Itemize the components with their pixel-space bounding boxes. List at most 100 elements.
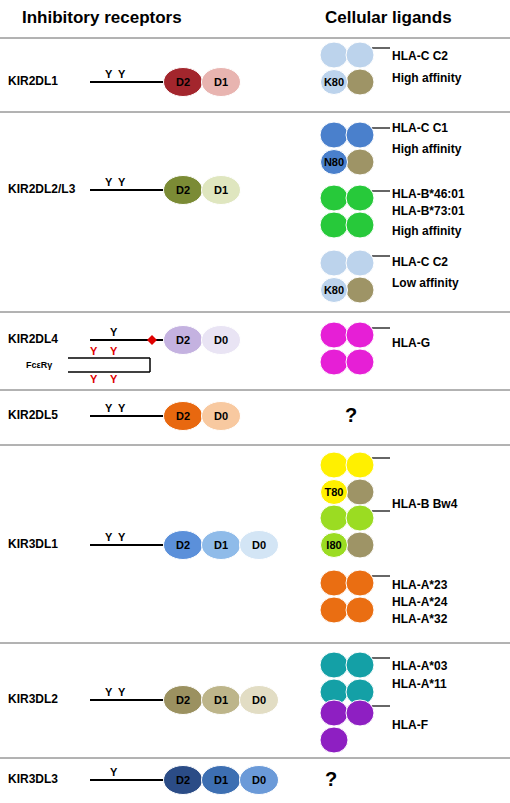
alpha-domain — [320, 250, 348, 276]
domain-label: D2 — [163, 175, 203, 205]
domain-label: I80 — [320, 532, 348, 558]
oval-shape — [321, 533, 348, 558]
domain-oval: D1 — [201, 530, 241, 560]
tyrosine-motif: Y — [105, 68, 112, 81]
domain-label: D0 — [201, 325, 241, 355]
tyrosine-motif: Y — [105, 176, 112, 189]
residue-oval: N80 — [320, 149, 348, 175]
ligand-label: HLA-C C2 — [392, 50, 448, 64]
domain-oval: D0 — [239, 530, 279, 560]
cytoplasmic-tail — [90, 699, 164, 701]
oval-shape — [164, 326, 203, 355]
oval-shape — [321, 150, 348, 175]
ligand-label: High affinity — [392, 225, 461, 239]
domain-label: D2 — [163, 67, 203, 97]
receptor-name: KIR2DL4 — [8, 333, 58, 347]
oval-shape — [164, 176, 203, 205]
domain-label: D2 — [163, 401, 203, 431]
ligand-stalk — [372, 47, 390, 48]
domain-oval: D0 — [239, 765, 279, 795]
domain-oval: D2 — [163, 530, 203, 560]
alpha-domain — [346, 42, 374, 68]
ligand-label: HLA-A*03 — [392, 660, 447, 674]
alpha-domain — [320, 700, 348, 726]
domain-label: D1 — [201, 530, 241, 560]
domain-label: D0 — [201, 401, 241, 431]
alpha-domain — [346, 452, 374, 478]
domain-oval: D2 — [163, 685, 203, 715]
domain-oval: D1 — [201, 685, 241, 715]
ligand-label: High affinity — [392, 72, 461, 86]
residue-oval: T80 — [320, 479, 348, 505]
ligand-label: HLA-F — [392, 719, 428, 733]
domain-label: D0 — [239, 765, 279, 795]
ligand-label: High affinity — [392, 143, 461, 157]
oval-shape — [240, 766, 279, 795]
domain-label: D1 — [201, 685, 241, 715]
oval-shape — [202, 686, 241, 715]
domain-oval: D2 — [163, 325, 203, 355]
ligand-label: HLA-G — [392, 337, 430, 351]
domain-oval: D1 — [201, 175, 241, 205]
alpha-domain — [320, 349, 348, 375]
oval-shape — [202, 531, 241, 560]
alpha-domain — [320, 212, 348, 238]
domain-label: D1 — [201, 67, 241, 97]
ligand-stalk — [372, 127, 390, 128]
oval-shape — [164, 68, 203, 97]
domain-label: D1 — [201, 175, 241, 205]
alpha-domain — [320, 505, 348, 531]
beta2m-domain — [346, 532, 374, 558]
ligand-label: HLA-A*32 — [392, 613, 447, 627]
tyrosine-motif: Y — [110, 766, 117, 779]
tyrosine-motif: Y — [105, 531, 112, 544]
adaptor-chain — [68, 357, 150, 359]
ligand-stalk — [372, 190, 390, 191]
domain-label: D2 — [163, 530, 203, 560]
cytoplasmic-tail — [90, 779, 164, 781]
domain-label: D2 — [163, 325, 203, 355]
oval-shape — [164, 402, 203, 431]
ligand-stalk — [372, 510, 390, 511]
tyrosine-motif: Y — [90, 373, 97, 386]
oval-shape — [240, 531, 279, 560]
oval-shape — [321, 70, 348, 95]
alpha-domain — [346, 570, 374, 596]
ligand-label: HLA-B*46:01 — [392, 188, 465, 202]
ligand-stalks — [372, 48, 390, 706]
domain-label: N80 — [320, 149, 348, 175]
beta2m-domain — [346, 597, 374, 623]
row-separator — [0, 390, 510, 391]
alpha-domain — [320, 597, 348, 623]
oval-shape — [164, 531, 203, 560]
charged-residue — [147, 335, 157, 345]
alpha-domain — [320, 570, 348, 596]
ligand-stalk — [372, 457, 390, 458]
ligand-label: HLA-C C1 — [392, 122, 448, 136]
ligand-label: HLA-C C2 — [392, 256, 448, 270]
hla-molecules — [320, 42, 374, 753]
unknown-ligand: ? — [325, 768, 337, 791]
oval-shape — [164, 766, 203, 795]
row-separator — [0, 38, 510, 39]
row-separator — [0, 445, 510, 446]
oval-shape — [240, 686, 279, 715]
alpha-domain — [320, 452, 348, 478]
beta2m-domain — [346, 212, 374, 238]
domain-oval: D1 — [201, 765, 241, 795]
alpha-domain — [320, 185, 348, 211]
disulfide-bond — [149, 358, 151, 372]
ligand-label: HLA-A*23 — [392, 579, 447, 593]
ligand-stalk — [372, 327, 390, 328]
beta2m-domain — [346, 349, 374, 375]
tyrosine-motif: Y — [118, 686, 125, 699]
domain-label: K80 — [320, 277, 348, 303]
domain-oval: D0 — [201, 325, 241, 355]
column-heading: Cellular ligands — [325, 8, 452, 28]
receptor-name: KIR2DL1 — [8, 75, 58, 89]
beta2m-domain — [346, 277, 374, 303]
oval-shape — [202, 766, 241, 795]
beta2m-domain — [346, 69, 374, 95]
domain-label: K80 — [320, 69, 348, 95]
unknown-ligand: ? — [345, 404, 357, 427]
